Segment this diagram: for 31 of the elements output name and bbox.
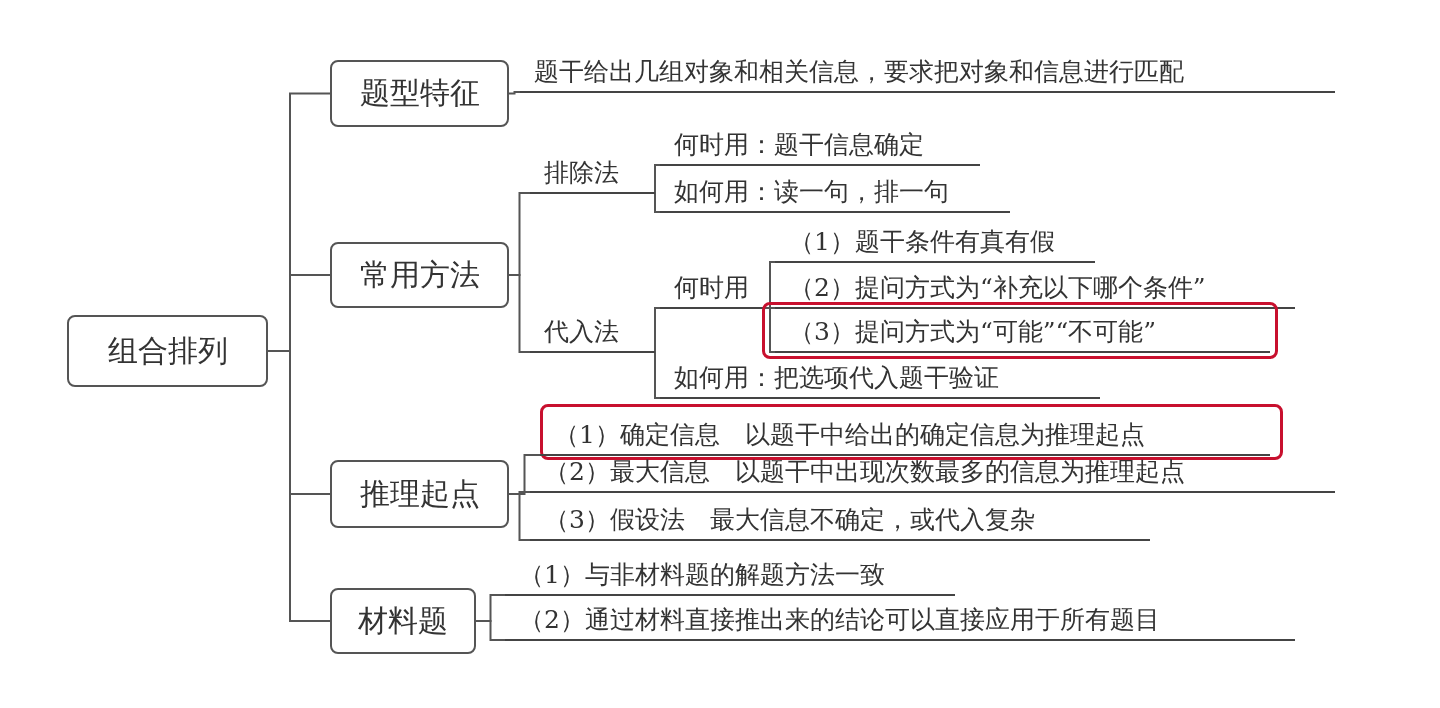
branch-text: （2）最大信息 以题干中出现次数最多的信息为推理起点 [530,455,1335,493]
connector-line [654,192,661,213]
topic-box: 常用方法 [330,242,509,308]
highlight-box [762,302,1278,359]
topic-box: 组合排列 [67,315,268,387]
branch-text: 如何用：读一句，排一句 [660,175,1010,213]
connector-line [764,307,776,353]
branch-text: 代入法 [530,315,655,353]
connector-line [508,91,521,95]
connector-line [267,350,331,622]
branch-text: （2）通过材料直接推出来的结论可以直接应用于所有题目 [505,603,1295,641]
branch-text: （2）提问方式为“补充以下哪个条件” [775,271,1295,309]
branch-text: 题干给出几组对象和相关信息，要求把对象和信息进行匹配 [520,52,1335,93]
highlight-box [540,404,1283,460]
topic-box: 材料题 [330,588,476,654]
connector-line [508,493,531,541]
branch-text: （3）假设法 最大信息不确定，或代入复杂 [530,503,1150,541]
branch-text: （1）与非材料题的解题方法一致 [505,558,955,596]
connector-line [475,620,506,641]
branch-text: 何时用 [660,271,765,309]
connector-line [508,274,531,353]
connector-line [654,164,661,194]
branch-text: 如何用：把选项代入题干验证 [660,361,1100,399]
topic-box: 推理起点 [330,460,509,528]
branch-text: 何时用：题干信息确定 [660,128,980,166]
branch-text: 排除法 [530,156,655,194]
branch-text: （3）提问方式为“可能”“不可能” [775,315,1270,353]
topic-box: 题型特征 [330,60,509,127]
branch-text: （1）确定信息 以题干中给出的确定信息为推理起点 [540,418,1270,456]
branch-text: （1）题干条件有真有假 [775,225,1095,263]
connector-line [654,307,661,353]
